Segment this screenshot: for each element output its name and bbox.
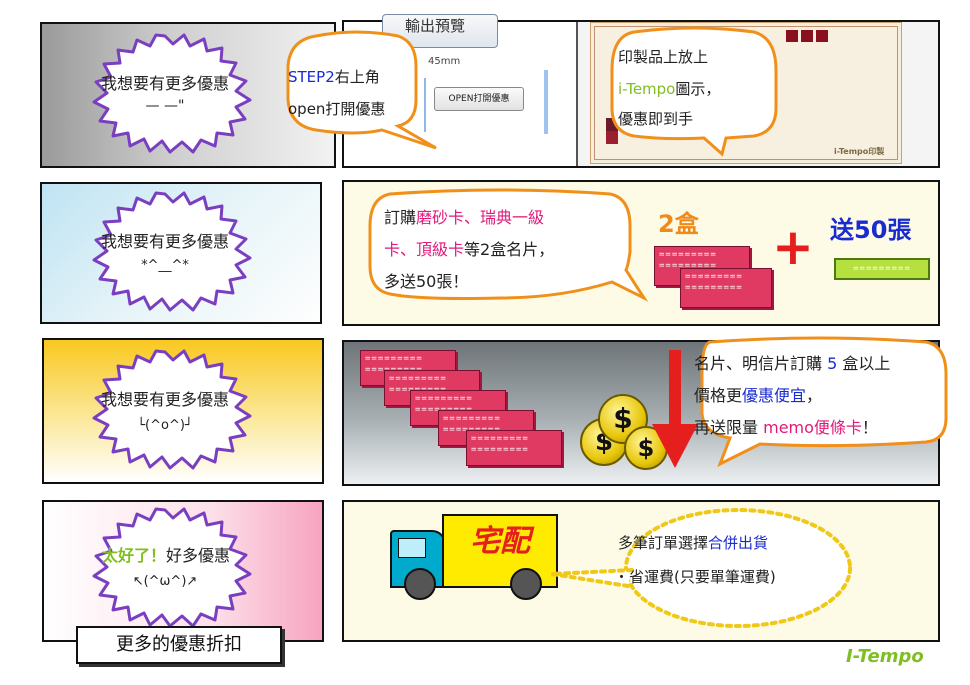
bubble-3-line2: └(^o^)┘ bbox=[137, 418, 193, 433]
brand-footer: I-Tempo bbox=[846, 646, 924, 667]
offer3-l1-num: 5 bbox=[827, 354, 838, 373]
step-bubble-line1: STEP2右上角 bbox=[288, 66, 424, 87]
bubble-4-highlight: 太好了！ bbox=[101, 546, 166, 565]
coin-symbol-3: $ bbox=[637, 434, 655, 462]
thought-bubble-4 bbox=[92, 507, 252, 628]
offer3-l3-highlight: memo便條卡 bbox=[763, 418, 862, 437]
offer2-l2-highlight: 卡、頂級卡 bbox=[384, 240, 465, 259]
open-button-label: OPEN打開優惠 bbox=[448, 94, 510, 104]
memo-card-pattern: ========= bbox=[853, 264, 911, 274]
offer2-l2-rest: 等2盒名片， bbox=[464, 240, 555, 259]
thought-bubble-3 bbox=[92, 349, 252, 470]
bonus-label: 送50張 bbox=[830, 216, 912, 244]
offer3-l2-highlight: 優惠便宜 bbox=[742, 386, 807, 405]
preview-button-label: 輸出預覽 bbox=[405, 17, 466, 35]
offer3-l3-prefix: 再送限量 bbox=[694, 418, 759, 437]
logo-line2-rest: 圖示， bbox=[675, 80, 721, 98]
open-frame bbox=[424, 78, 550, 132]
offer2-l1-highlight: 磨砂卡、瑞典一級 bbox=[416, 208, 545, 227]
open-frame-right bbox=[544, 70, 548, 134]
card-3a-pattern: ========= bbox=[365, 354, 423, 364]
dimension-text: 45mm bbox=[428, 56, 461, 67]
card-3c-pattern: ========= bbox=[415, 394, 473, 404]
logo-bubble-line3: 優惠即到手 bbox=[618, 110, 694, 128]
offer3-l1-prefix: 名片、明信片訂購 bbox=[694, 354, 823, 373]
step-bubble bbox=[286, 30, 437, 150]
logo-dot-2 bbox=[801, 30, 813, 42]
bubble-3-line1: 我想要有更多優惠 bbox=[100, 390, 229, 409]
thought-bubble-1 bbox=[92, 33, 252, 154]
thought-bubble-2 bbox=[92, 191, 252, 312]
logo-dot-1 bbox=[786, 30, 798, 42]
bubble-1-line2: — —" bbox=[145, 98, 185, 114]
offer3-l3-rest: ！ bbox=[861, 418, 878, 437]
truck-label: 宅配 bbox=[470, 524, 530, 559]
open-button[interactable]: OPEN打開優惠 bbox=[434, 87, 524, 111]
offer3-l2-rest: ， bbox=[806, 386, 823, 405]
card-3d-pattern: ========= bbox=[443, 414, 501, 424]
truck-wheel-front bbox=[404, 568, 436, 600]
offer2-line3: 多送50張！ bbox=[384, 272, 469, 291]
down-arrow-icon bbox=[652, 350, 698, 468]
bubble-4-rest: 好多優惠 bbox=[166, 546, 231, 565]
bubble-2-line1: 我想要有更多優惠 bbox=[100, 232, 229, 251]
offer3-l1-rest: 盒以上 bbox=[842, 354, 891, 373]
card-3e-pattern: ========= bbox=[471, 434, 529, 444]
bubble-1-line1: 我想要有更多優惠 bbox=[100, 74, 229, 93]
memo-card: ========= bbox=[834, 258, 930, 280]
bubble-2-line2: *^__^* bbox=[141, 258, 189, 273]
offer4-l1-prefix: 多筆訂單選擇 bbox=[618, 534, 709, 552]
plus-icon: + bbox=[772, 218, 814, 276]
watermark-text: i-Tempo印製 bbox=[834, 147, 885, 156]
caption-box: 更多的優惠折扣 bbox=[76, 626, 282, 664]
truck-wheel-rear bbox=[510, 568, 542, 600]
step-label: STEP2 bbox=[288, 68, 335, 86]
card-3b-pattern: ========= bbox=[389, 374, 447, 384]
coin-symbol-2: $ bbox=[613, 402, 633, 435]
offer-bubble-4 bbox=[551, 508, 852, 628]
business-card-2b: ================== bbox=[680, 268, 772, 308]
bubble-4-line1: 太好了！好多優惠 bbox=[76, 542, 256, 566]
offer2-l1-prefix: 訂購 bbox=[384, 208, 417, 227]
card-2a-pattern: ========= bbox=[659, 250, 717, 260]
offer2-line1: 訂購磨砂卡、瑞典一級 bbox=[384, 204, 544, 228]
truck-box: 宅配 bbox=[442, 514, 558, 588]
truck-window bbox=[398, 538, 426, 558]
card-2a-pattern-2: ========= bbox=[659, 261, 717, 271]
brand-highlight: i-Tempo bbox=[618, 80, 676, 98]
logo-bubble bbox=[610, 26, 778, 157]
step-bubble-line2: open打開優惠 bbox=[288, 100, 386, 118]
offer4-line1: 多筆訂單選擇合併出貨 bbox=[618, 532, 768, 553]
card-2b-pattern-2: ========= bbox=[685, 283, 743, 293]
offer3-l2-prefix: 價格更 bbox=[694, 386, 743, 405]
caption-text: 更多的優惠折扣 bbox=[116, 634, 242, 655]
offer3-line3: 再送限量 memo便條卡！ bbox=[694, 414, 878, 438]
bubble-4-line2: ↖(^ω^)↗ bbox=[132, 574, 198, 589]
logo-dot-3 bbox=[816, 30, 828, 42]
step-line1-rest: 右上角 bbox=[334, 68, 380, 86]
offer2-line2: 卡、頂級卡等2盒名片， bbox=[384, 236, 554, 260]
business-card-3e: ================== bbox=[466, 430, 562, 466]
logo-bubble-line1: 印製品上放上 bbox=[618, 48, 709, 66]
offer4-l1-highlight: 合併出貨 bbox=[708, 534, 769, 552]
offer-bubble-2 bbox=[368, 188, 649, 302]
card-2b-pattern: ========= bbox=[685, 272, 743, 282]
offer3-line1: 名片、明信片訂購 5 盒以上 bbox=[694, 350, 890, 374]
offer3-line2: 價格更優惠便宜， bbox=[694, 382, 822, 406]
card-3e-pattern-2: ========= bbox=[471, 445, 529, 455]
business-card-2a: ================== bbox=[654, 246, 750, 286]
offer4-line2: ・省運費(只要單筆運費) bbox=[614, 568, 776, 586]
logo-bubble-line2: i-Tempo圖示， bbox=[618, 78, 720, 99]
offer-bubble-3 bbox=[700, 336, 948, 468]
qty-label: 2盒 bbox=[658, 210, 699, 238]
